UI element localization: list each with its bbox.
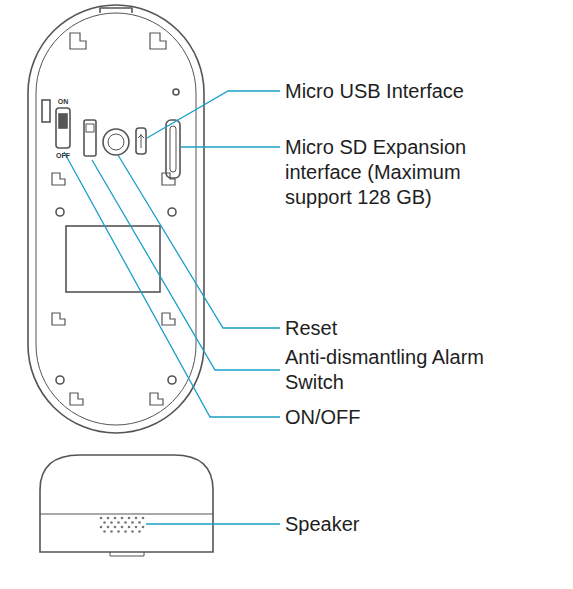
callout-label: Anti-dismantling Alarm Switch	[285, 345, 540, 395]
speaker-hole	[121, 526, 124, 529]
speaker-hole	[110, 521, 113, 524]
callout-label: Reset	[285, 316, 565, 341]
speaker-hole	[124, 530, 127, 533]
speaker-hole	[110, 530, 113, 533]
speaker-hole	[107, 517, 110, 520]
speaker-hole	[103, 530, 106, 533]
speaker-hole	[128, 517, 131, 520]
switch-marking: OFF	[53, 152, 73, 160]
speaker-hole	[117, 530, 120, 533]
speaker-hole	[131, 521, 134, 524]
speaker-hole	[124, 521, 127, 524]
speaker-hole	[131, 530, 134, 533]
speaker-hole	[138, 521, 141, 524]
speaker-hole	[117, 521, 120, 524]
callout-label: Micro SD Expansion interface (Maximum su…	[285, 135, 530, 210]
speaker-hole	[107, 526, 110, 529]
speaker-hole	[138, 530, 141, 533]
callout-label: Speaker	[285, 512, 565, 537]
switch-marking: ON	[53, 98, 73, 106]
speaker-hole	[100, 517, 103, 520]
speaker-hole	[135, 526, 138, 529]
speaker-hole	[135, 517, 138, 520]
speaker-hole	[142, 517, 145, 520]
callout-label: ON/OFF	[285, 405, 565, 430]
speaker-hole	[114, 526, 117, 529]
speaker-hole	[100, 526, 103, 529]
speaker-hole	[142, 526, 145, 529]
speaker-hole	[128, 526, 131, 529]
callout-label: Micro USB Interface	[285, 79, 565, 104]
speaker-hole	[103, 521, 106, 524]
speaker-hole	[114, 517, 117, 520]
speaker-hole	[121, 517, 124, 520]
